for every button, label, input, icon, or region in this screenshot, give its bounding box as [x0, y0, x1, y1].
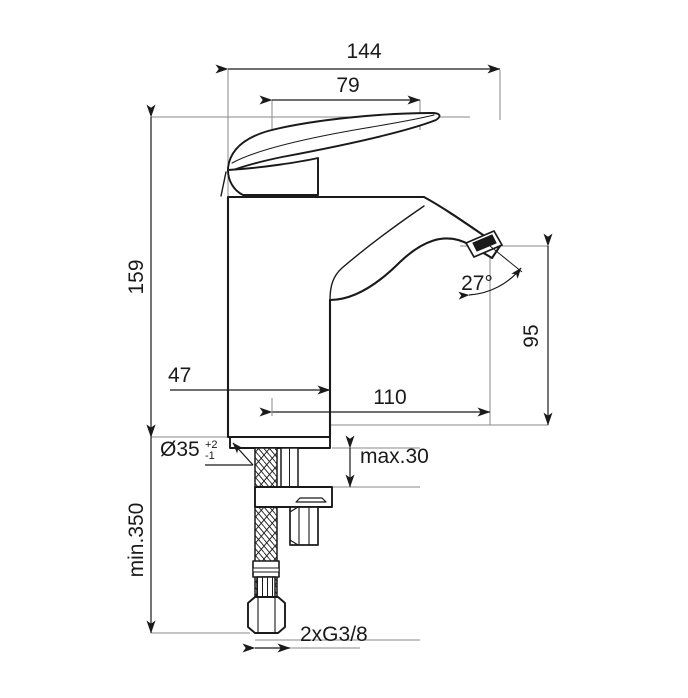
dim-thread: 2xG3/8 [242, 623, 368, 653]
spout-shoulder [329, 205, 425, 301]
dim-79: 79 [259, 74, 421, 105]
dim-27deg-label: 27° [461, 272, 493, 295]
dim-110-label: 110 [373, 386, 406, 409]
g38-hex-connector [247, 596, 286, 634]
hex-nut-face-line [298, 506, 310, 546]
dim-144-label: 144 [346, 40, 381, 63]
dim-max30-label: max.30 [360, 445, 429, 468]
dim-min350-label: min.350 [125, 503, 148, 578]
lever-stem-left [220, 171, 227, 197]
faucet-outline [220, 112, 503, 634]
dim-159: 159 [125, 104, 156, 438]
dim-144: 144 [215, 40, 501, 74]
dim-159-label: 159 [125, 259, 148, 294]
dim-27deg-leg [489, 245, 523, 273]
hex-nut-chamfer-left [289, 506, 299, 546]
aerator-insert [472, 234, 497, 252]
dim-110: 110 [259, 386, 491, 417]
dim-27deg: 27° [458, 245, 523, 300]
dim-d35: Ø35 +2 -1 [146, 424, 254, 634]
g38-hex-faces [257, 596, 276, 634]
dim-max30: max.30 [345, 435, 429, 488]
dim-d35-leader [232, 442, 254, 466]
hose-ferrule-band [252, 567, 280, 573]
mounting-plate-detail [295, 497, 327, 503]
dim-d35-label: Ø35 [160, 438, 200, 461]
dim-47: 47 [168, 364, 331, 395]
dim-47-label: 47 [168, 364, 191, 387]
dim-79-label: 79 [336, 74, 359, 97]
dim-95-label: 95 [520, 324, 543, 347]
lever-crease [231, 114, 435, 164]
lever-handle [227, 112, 441, 173]
dim-d35-tol-upper: +2 [205, 439, 218, 451]
dim-27deg-arc [458, 267, 522, 300]
dim-d35-tol-lower: -1 [205, 450, 215, 462]
hex-nut-upper [289, 506, 319, 546]
dim-thread-label: 2xG3/8 [300, 623, 368, 646]
dim-95: 95 [520, 233, 553, 426]
spout-underside [329, 237, 471, 301]
mounting-plate [254, 486, 333, 508]
base-plinth [229, 436, 331, 449]
